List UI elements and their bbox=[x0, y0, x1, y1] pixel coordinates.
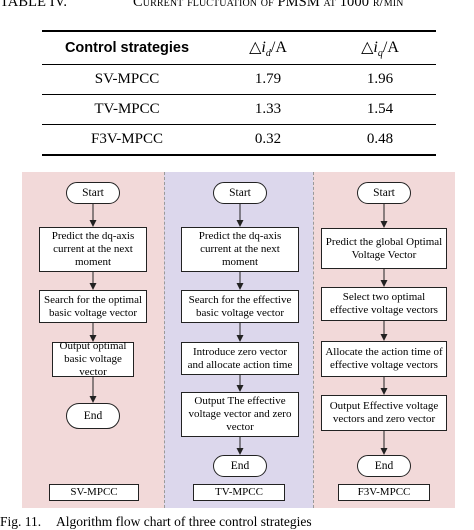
panel-divider bbox=[313, 172, 314, 508]
row-strategy: F3V-MPCC bbox=[42, 124, 212, 156]
row-strategy: TV-MPCC bbox=[42, 94, 212, 125]
tv-zero-vector-node: Introduce zero vector and allocate actio… bbox=[181, 342, 299, 375]
table-row: F3V-MPCC 0.32 0.48 bbox=[42, 124, 436, 156]
row-delta-id: 0.32 bbox=[212, 124, 324, 156]
f3v-end-node: End bbox=[357, 455, 411, 477]
tv-output-node: Output The effective voltage vector and … bbox=[181, 392, 299, 437]
sv-end-node: End bbox=[66, 403, 120, 429]
current-fluctuation-table: Control strategies △id/A △iq/A SV-MPCC 1… bbox=[42, 30, 436, 156]
panel-divider bbox=[164, 172, 165, 508]
f3v-output-node: Output Effective voltage vectors and zer… bbox=[321, 395, 447, 431]
sv-predict-node: Predict the dq-axis current at the next … bbox=[39, 227, 147, 272]
table-row: SV-MPCC 1.79 1.96 bbox=[42, 64, 436, 95]
table-number: TABLE IV. bbox=[0, 0, 68, 10]
f3v-start-node: Start bbox=[357, 182, 411, 204]
row-strategy: SV-MPCC bbox=[42, 64, 212, 95]
tv-search-node: Search for the effective basic voltage v… bbox=[181, 290, 299, 323]
sv-mpcc-label: SV-MPCC bbox=[49, 484, 139, 501]
f3v-mpcc-label: F3V-MPCC bbox=[338, 484, 430, 501]
header-control-strategies: Control strategies bbox=[42, 30, 212, 65]
table-header-row: Control strategies △id/A △iq/A bbox=[42, 30, 436, 65]
row-delta-id: 1.33 bbox=[212, 94, 324, 125]
f3v-allocate-node: Allocate the action time of effective vo… bbox=[321, 341, 447, 377]
tv-predict-node: Predict the dq-axis current at the next … bbox=[181, 227, 299, 272]
figure-caption: Fig. 11. Algorithm flow chart of three c… bbox=[0, 514, 474, 530]
table-title: Current fluctuation of PMSM at 1000 r/mi… bbox=[133, 0, 404, 10]
tv-mpcc-label: TV-MPCC bbox=[193, 484, 285, 501]
row-delta-iq: 1.96 bbox=[324, 64, 436, 95]
table-caption: TABLE IV. Current fluctuation of PMSM at… bbox=[0, 0, 474, 14]
header-delta-iq: △iq/A bbox=[324, 30, 436, 65]
tv-start-node: Start bbox=[213, 182, 267, 204]
sv-output-node: Output optimal basic voltage vector bbox=[52, 340, 134, 378]
row-delta-id: 1.79 bbox=[212, 64, 324, 95]
row-delta-iq: 1.54 bbox=[324, 94, 436, 125]
table-row: TV-MPCC 1.33 1.54 bbox=[42, 94, 436, 125]
tv-end-node: End bbox=[213, 455, 267, 477]
row-delta-iq: 0.48 bbox=[324, 124, 436, 156]
figure-title: Algorithm flow chart of three control st… bbox=[56, 514, 312, 529]
sv-start-node: Start bbox=[66, 182, 120, 204]
sv-search-node: Search for the optimal basic voltage vec… bbox=[39, 290, 147, 323]
f3v-select-node: Select two optimal effective voltage vec… bbox=[321, 287, 447, 321]
f3v-predict-node: Predict the global Optimal Voltage Vecto… bbox=[321, 228, 447, 269]
header-delta-id: △id/A bbox=[212, 30, 324, 65]
figure-number: Fig. 11. bbox=[0, 514, 42, 529]
